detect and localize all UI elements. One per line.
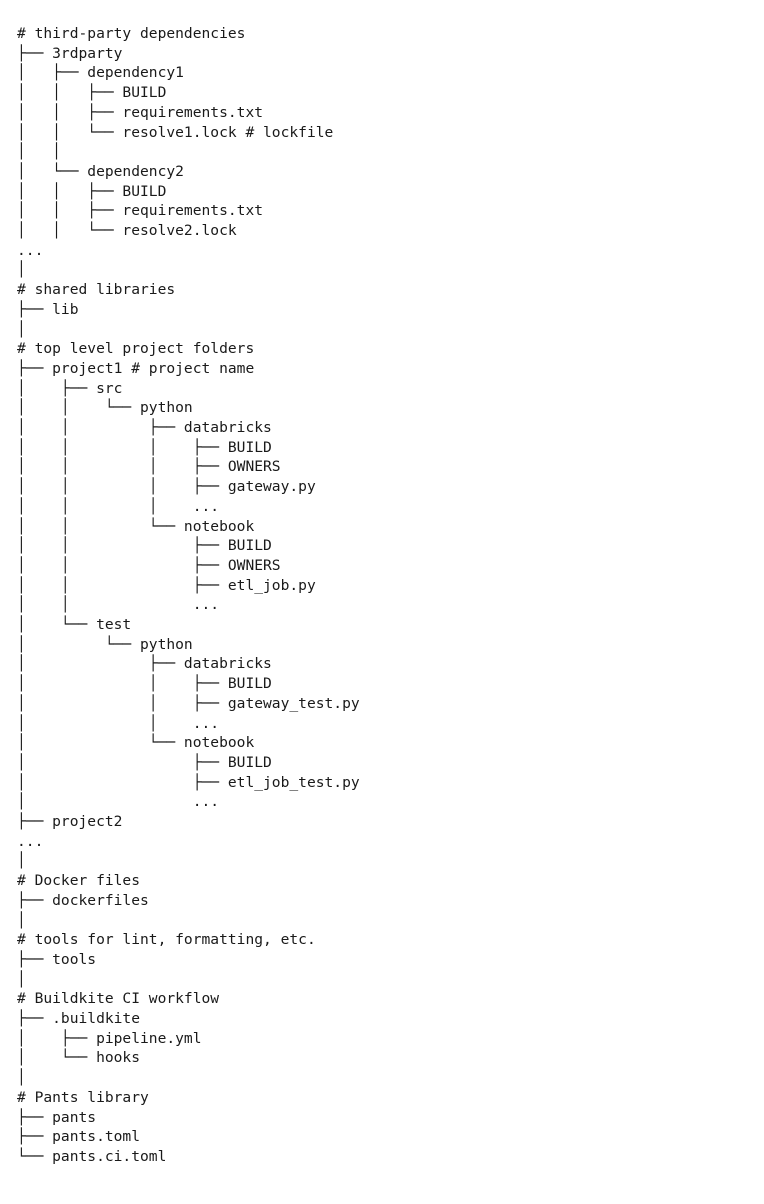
tree-entry: │ │ ├── requirements.txt xyxy=(17,103,264,121)
tree-entry: ├── 3rdparty xyxy=(17,44,123,62)
tree-entry: │ │ ├── BUILD xyxy=(17,182,167,200)
ellipsis-line: ... xyxy=(17,832,44,850)
tree-entry: ├── pants xyxy=(17,1108,97,1126)
connector-line: │ xyxy=(17,970,26,988)
tree-entry: │ │ ├── requirements.txt xyxy=(17,202,264,220)
tree-entry: │ └── notebook xyxy=(17,734,255,752)
section-comment: # Buildkite CI workflow xyxy=(17,990,220,1008)
tree-entry: ├── project1 # project name xyxy=(17,359,255,377)
connector-line: │ │ xyxy=(17,143,61,161)
tree-entry: │ ├── etl_job_test.py xyxy=(17,773,360,791)
connector-line: │ xyxy=(17,320,26,338)
tree-entry: │ │ └── python xyxy=(17,399,193,417)
section-comment: # Pants library xyxy=(17,1088,149,1106)
tree-entry: │ │ └── notebook xyxy=(17,517,255,535)
tree-entry: └── pants.ci.toml xyxy=(17,1147,167,1165)
connector-line: │ xyxy=(17,1069,26,1087)
tree-entry: ├── .buildkite xyxy=(17,1010,141,1027)
tree-entry: │ │ │ ... xyxy=(17,497,220,515)
tree-entry: │ │ └── resolve2.lock xyxy=(17,222,237,239)
section-comment: # Docker files xyxy=(17,872,141,890)
tree-entry: │ │ ... xyxy=(17,596,220,614)
section-comment: # tools for lint, formatting, etc. xyxy=(17,931,316,949)
tree-entry: │ ├── pipeline.yml xyxy=(17,1029,202,1047)
tree-entry: │ └── dependency2 xyxy=(17,162,184,180)
tree-entry: ├── pants.toml xyxy=(17,1128,141,1146)
connector-line: │ xyxy=(17,261,26,279)
tree-entry: │ ├── databricks xyxy=(17,655,272,673)
ellipsis-line: ... xyxy=(17,241,44,259)
tree-entry: ├── project2 xyxy=(17,813,123,830)
tree-entry: │ │ │ ├── gateway.py xyxy=(17,478,316,496)
tree-entry: │ └── python xyxy=(17,635,193,653)
tree-entry: │ └── hooks xyxy=(17,1049,141,1067)
tree-entry: │ │ │ ├── OWNERS xyxy=(17,458,281,476)
section-comment: # shared libraries xyxy=(17,281,176,299)
tree-entry: │ │ ... xyxy=(17,714,220,732)
tree-entry: │ │ ├── BUILD xyxy=(17,537,272,555)
connector-line: │ xyxy=(17,852,26,870)
tree-entry: ├── tools xyxy=(17,950,97,968)
tree-entry: ├── dockerfiles xyxy=(17,891,149,909)
tree-entry: │ └── test xyxy=(17,616,132,633)
tree-entry: ├── lib xyxy=(17,300,79,318)
tree-entry: │ │ │ ├── BUILD xyxy=(17,438,272,456)
tree-entry: │ ... xyxy=(17,793,220,811)
section-comment: # third-party dependencies xyxy=(17,25,246,42)
tree-entry: │ │ ├── BUILD xyxy=(17,84,167,102)
tree-entry: │ ├── dependency1 xyxy=(17,64,184,82)
tree-entry: │ │ ├── databricks xyxy=(17,419,272,436)
tree-entry: │ │ ├── gateway_test.py xyxy=(17,694,360,712)
tree-entry: │ │ ├── etl_job.py xyxy=(17,576,316,594)
tree-entry: │ │ ├── BUILD xyxy=(17,675,272,693)
tree-entry: │ ├── BUILD xyxy=(17,753,272,771)
tree-entry: │ ├── src xyxy=(17,379,123,397)
tree-entry: │ │ ├── OWNERS xyxy=(17,556,281,574)
connector-line: │ xyxy=(17,911,26,929)
section-comment: # top level project folders xyxy=(17,340,255,358)
tree-entry: │ │ └── resolve1.lock # lockfile xyxy=(17,123,334,141)
